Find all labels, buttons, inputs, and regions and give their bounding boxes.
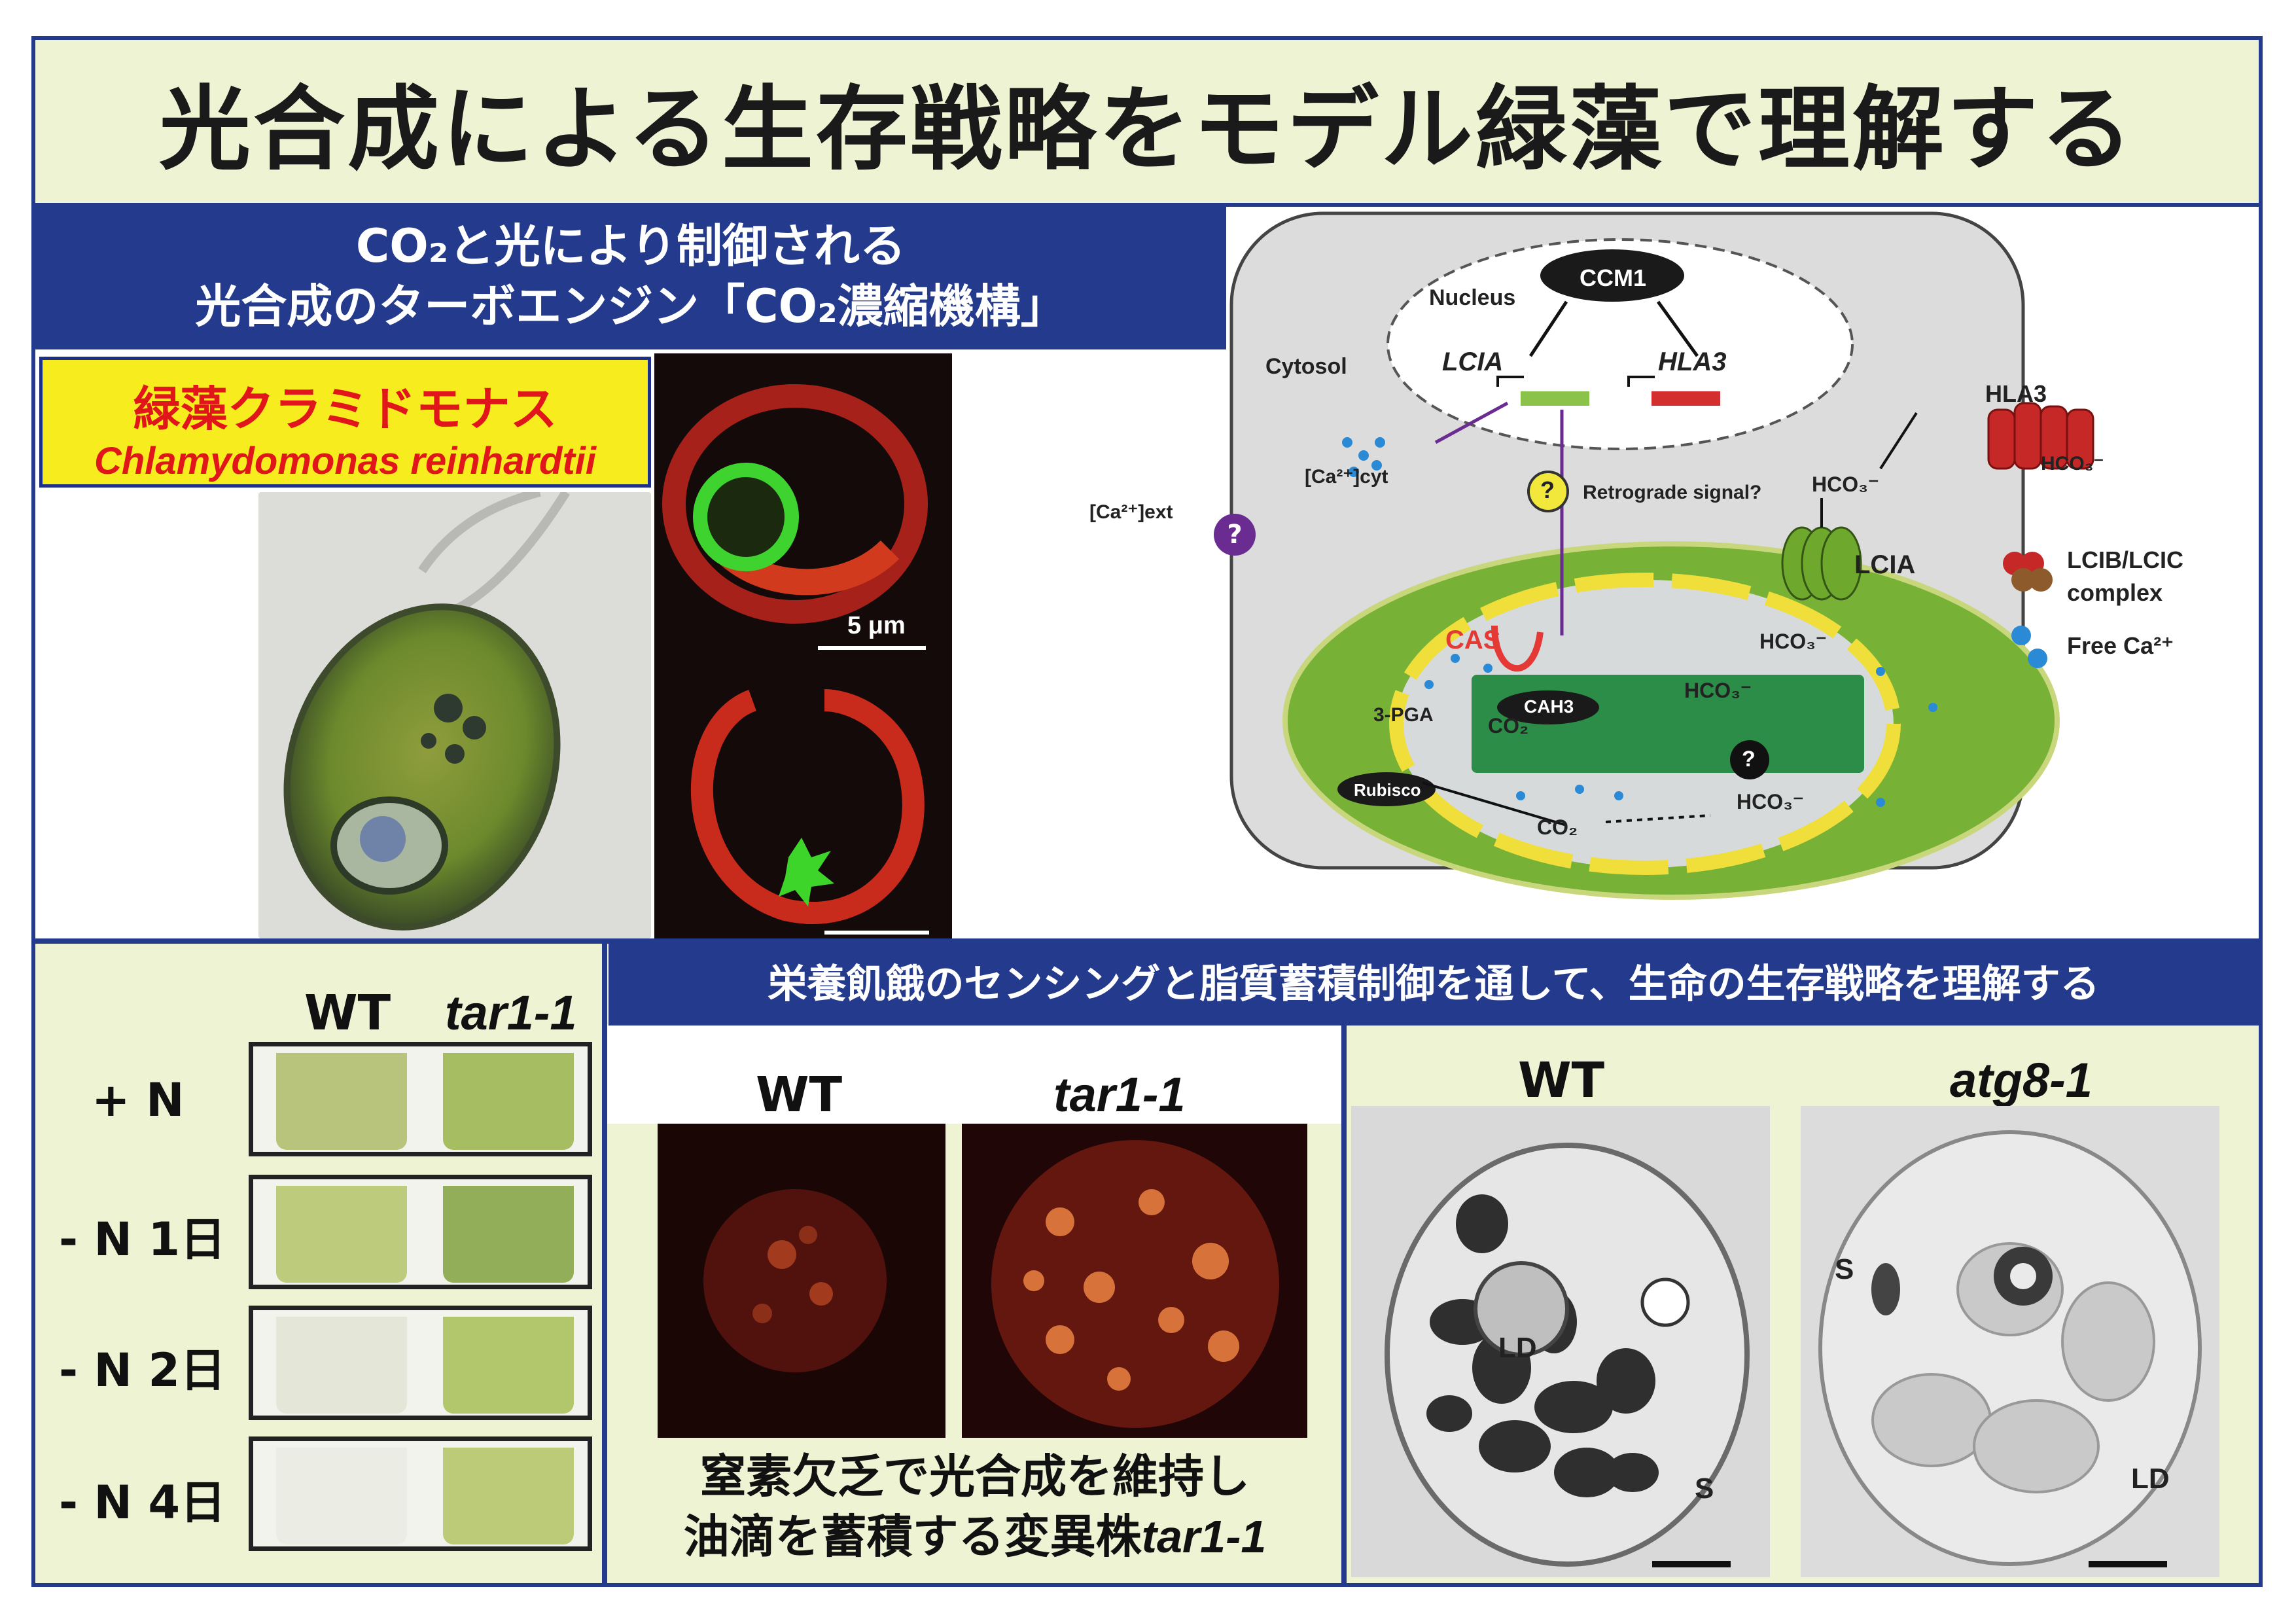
diagram-rubisco-label: Rubisco <box>1354 780 1421 800</box>
bottom-divider-right <box>1341 1026 1347 1583</box>
ccm-diagram <box>1190 211 2094 900</box>
diagram-hco3-lumen: HCO₃⁻ <box>1737 790 1804 813</box>
diagram-co2-stroma: CO₂ <box>1537 815 1578 839</box>
species-jp: 緑藻クラミドモナス <box>133 382 557 437</box>
tube-row-3 <box>249 1436 592 1551</box>
em-wt-ld-label: LD <box>1498 1332 1537 1364</box>
diagram-hco3-cytosol: HCO₃⁻ <box>1812 473 1879 496</box>
diagram-co2-pyrenoid: CO₂ <box>1488 714 1529 738</box>
em-wt-header: WT <box>1518 1052 1605 1109</box>
tube-row-2 <box>249 1306 592 1420</box>
em-wt-s-label: S <box>1695 1472 1714 1505</box>
page-title: 光合成による生存戦略をモデル緑藻で理解する <box>159 76 2135 183</box>
em-mut-header: atg8-1 <box>1950 1053 2093 1107</box>
fluor-caption: 窒素欠乏で光合成を維持し 油滴を蓄積する変異株tar1-1 <box>612 1446 1338 1567</box>
diagram-lcia-label: LCIA <box>1854 550 1916 579</box>
diagram-cas-label: CAS <box>1445 626 1501 654</box>
diagram-hco3-hla3: HCO₃⁻ <box>2041 453 2104 474</box>
tube-mut-3 <box>443 1448 574 1544</box>
ccm-diagram-panel: Nucleus CCM1 LCIA HLA3 Cytosol [Ca²⁺]cyt… <box>1190 207 2259 938</box>
diagram-ccm1-label: CCM1 <box>1580 264 1647 291</box>
tube-row-label-0: + N <box>92 1073 185 1127</box>
tube-mut-2 <box>443 1317 574 1414</box>
diagram-pga-label: 3-PGA <box>1373 704 1434 726</box>
species-latin: Chlamydomonas reinhardtii <box>94 440 597 482</box>
nutrient-banner: 栄養飢餓のセンシングと脂質蓄積制御を通して、生命の生存戦略を理解する <box>609 944 2259 1026</box>
ccm-banner: CO₂と光により制御される 光合成のターボエンジン「CO₂濃縮機構」 <box>35 207 1226 349</box>
fluor-caption-line2: 油滴を蓄積する変異株tar1-1 <box>612 1507 1338 1567</box>
diagram-ca-ext: [Ca²⁺]ext <box>1089 501 1173 523</box>
tubes-wt-header: WT <box>304 985 391 1041</box>
em-image-wt: LD S <box>1351 1106 1770 1577</box>
chlamydomonas-photo <box>258 492 651 938</box>
legend-lcib-label: LCIB/LCIC complex <box>2067 546 2183 606</box>
diagram-hco3-pyrenoid: HCO₃⁻ <box>1684 679 1752 702</box>
diagram-cah3-label: CAH3 <box>1524 696 1574 717</box>
diagram-nucleus-label: Nucleus <box>1429 285 1516 310</box>
tube-wt-2 <box>276 1317 407 1414</box>
lipid-image-mut <box>962 1124 1307 1438</box>
ccm-banner-line2: 光合成のターボエンジン「CO₂濃縮機構」 <box>195 279 1067 333</box>
tubes-mut-header: tar1-1 <box>445 986 577 1040</box>
em-mut-ld-label: LD <box>2131 1463 2170 1495</box>
tube-wt-1 <box>276 1186 407 1283</box>
scale-bar-label: 5 μm <box>847 612 906 639</box>
tube-row-label-2: - N 2日 <box>59 1344 226 1397</box>
fluor-mut-header: tar1-1 <box>1053 1067 1186 1122</box>
nutrient-banner-text: 栄養飢餓のセンシングと脂質蓄積制御を通して、生命の生存戦略を理解する <box>768 961 2100 1007</box>
bottom-divider-left <box>602 944 607 1583</box>
fluorescence-image-bottom <box>654 661 952 938</box>
em-mut-s-label: S <box>1835 1253 1854 1285</box>
section-divider <box>35 938 2259 944</box>
fluor-wt-header: WT <box>756 1067 843 1123</box>
diagram-hco3-stroma: HCO₃⁻ <box>1759 630 1827 653</box>
diagram-q-ca: ? <box>1227 520 1243 550</box>
fluor-caption-strain: tar1-1 <box>1141 1511 1267 1562</box>
diagram-q-ca-circle: ? <box>1214 514 1256 556</box>
tube-wt-3 <box>276 1448 407 1544</box>
title-bar: 光合成による生存戦略をモデル緑藻で理解する <box>35 40 2259 207</box>
diagram-q-retrograde: ? <box>1540 476 1555 503</box>
diagram-retrograde-label: Retrograde signal? <box>1583 482 1762 503</box>
diagram-hla3-label: HLA3 <box>1985 380 2047 407</box>
tube-mut-0 <box>443 1053 574 1150</box>
diagram-cytosol-label: Cytosol <box>1265 354 1347 379</box>
em-image-mut: S LD <box>1801 1106 2219 1577</box>
legend-free-ca-label: Free Ca²⁺ <box>2067 632 2174 659</box>
tube-row-1 <box>249 1175 592 1289</box>
fluor-caption-line1: 窒素欠乏で光合成を維持し <box>700 1450 1250 1503</box>
diagram-ca-cyt: [Ca²⁺]cyt <box>1305 466 1388 488</box>
tube-row-0 <box>249 1042 592 1156</box>
species-label-box: 緑藻クラミドモナス Chlamydomonas reinhardtii <box>39 357 651 488</box>
lipid-image-wt <box>658 1124 945 1438</box>
fluor-caption-prefix: 油滴を蓄積する変異株 <box>683 1510 1142 1563</box>
tube-row-label-3: - N 4日 <box>59 1476 226 1529</box>
fluor-header-bg <box>607 1026 1341 1124</box>
tube-mut-1 <box>443 1186 574 1283</box>
tube-row-label-1: - N 1日 <box>59 1213 226 1266</box>
tube-wt-0 <box>276 1053 407 1150</box>
fluorescence-image-top: 5 μm <box>654 353 952 661</box>
diagram-lcia-gene: LCIA <box>1442 348 1504 376</box>
diagram-hla3-gene: HLA3 <box>1658 348 1727 376</box>
ccm-banner-line1: CO₂と光により制御される <box>355 219 906 273</box>
diagram-q-stroma: ? <box>1742 747 1756 772</box>
